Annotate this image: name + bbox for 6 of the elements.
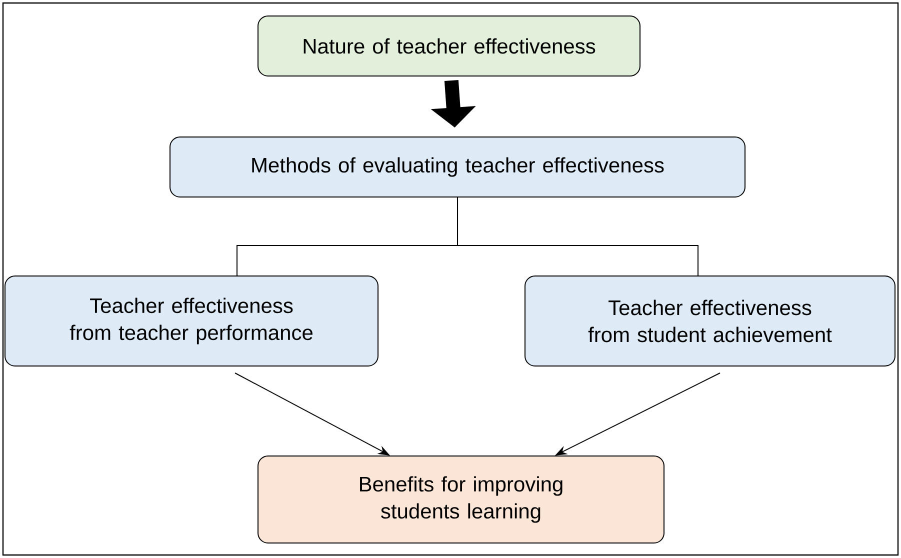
branch-box: Teacher effectiveness from teacher performance bbox=[4, 276, 378, 366]
connector-line bbox=[457, 197, 698, 276]
method-box: Methods of evaluating teacher effectiveness bbox=[170, 136, 746, 198]
topic-box: Nature of teacher effectiveness bbox=[258, 16, 640, 76]
branch-box: Teacher effectiveness from student achievement bbox=[524, 276, 896, 366]
outcome-box: Benefits for improving students learning bbox=[258, 456, 664, 544]
